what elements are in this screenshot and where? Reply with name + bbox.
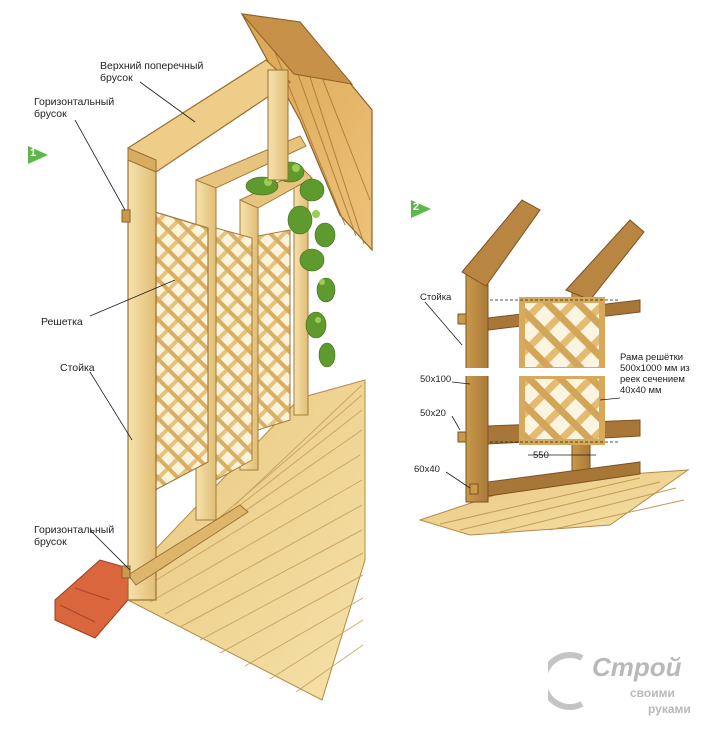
watermark-line1: Строй bbox=[592, 652, 682, 682]
watermark-line3: руками bbox=[648, 702, 691, 716]
label-horizontal-bar-bottom: Горизонтальный брусок bbox=[34, 524, 115, 548]
figure-2-number: 2 bbox=[413, 201, 420, 213]
figure-2-badge: 2 bbox=[411, 200, 431, 218]
label-width-550: 550 bbox=[533, 450, 549, 461]
label-horizontal-bar-top: Горизонтальный брусок bbox=[34, 96, 115, 120]
figure-1-leader-lines bbox=[74, 81, 196, 571]
label-post-2: Стойка bbox=[420, 292, 452, 303]
watermark-logo-icon bbox=[548, 652, 584, 710]
label-post: Стойка bbox=[60, 362, 95, 374]
figure-1-number: 1 bbox=[30, 147, 37, 159]
label-size-50x100: 50x100 bbox=[420, 374, 452, 385]
label-size-60x40: 60x40 bbox=[414, 464, 440, 475]
watermark-line2: своими bbox=[630, 686, 675, 700]
label-size-50x20: 50x20 bbox=[420, 408, 446, 419]
figure-1-drawing bbox=[54, 13, 373, 701]
figure-2-leader-lines bbox=[424, 301, 621, 489]
figure-1-badge: 1 bbox=[28, 146, 48, 164]
figure-2-drawing bbox=[418, 199, 690, 536]
label-frame-note: Рама решётки 500x1000 мм из реек сечение… bbox=[620, 352, 690, 396]
label-top-crossbar: Верхний поперечный брусок bbox=[100, 60, 204, 84]
label-lattice: Решетка bbox=[41, 316, 83, 328]
